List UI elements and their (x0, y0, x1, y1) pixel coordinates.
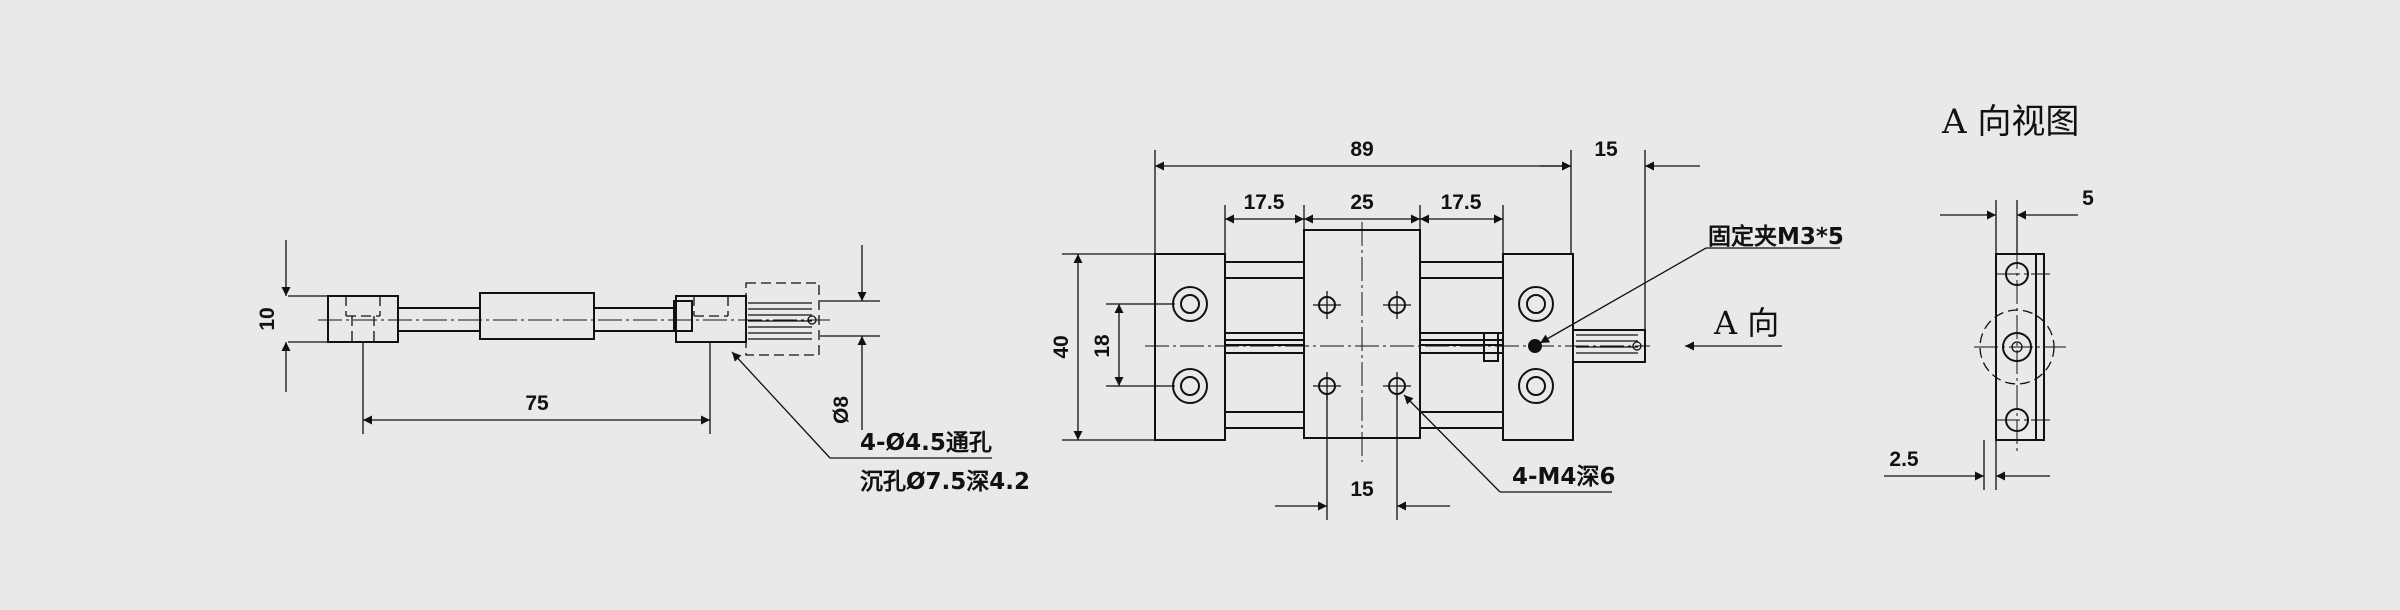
dim-40-label: 40 (1050, 335, 1073, 358)
right-top-counterbore (1518, 286, 1554, 322)
small-collar (673, 300, 693, 332)
left-end-block (327, 295, 399, 343)
view-direction-a: A 向 (1713, 304, 1779, 342)
dim-dia8-label: Ø8 (830, 396, 853, 424)
note-clamp: 固定夹M3*5 (1708, 223, 1844, 250)
knurl-lines (748, 302, 812, 340)
middle-view: 89 15 17.5 25 17.5 40 18 15 (1050, 138, 1844, 520)
dim-5-label: 5 (2082, 187, 2094, 210)
dim-75-label: 75 (525, 392, 549, 415)
dim-17-5-left-label: 17.5 (1244, 191, 1285, 214)
left-view: 10 75 Ø8 4-Ø4.5通孔 沉孔Ø7.5深4.2 (256, 240, 1030, 495)
view-a-title: A 向视图 (1941, 102, 2079, 142)
dim-15-top-label: 15 (1594, 138, 1618, 161)
cylinder-outline (745, 282, 820, 356)
dim-17-5-right-label: 17.5 (1441, 191, 1482, 214)
right-end-block (675, 295, 747, 343)
dim-10-label: 10 (256, 307, 279, 330)
dim-2-5-label: 2.5 (1889, 448, 1919, 471)
dim-25-label: 25 (1350, 191, 1374, 214)
note-m4-holes: 4-M4深6 (1512, 464, 1615, 490)
left-bottom-counterbore (1172, 368, 1208, 404)
left-top-counterbore (1172, 286, 1208, 322)
note-counterbore: 沉孔Ø7.5深4.2 (860, 469, 1030, 495)
dim-89-label: 89 (1350, 138, 1373, 161)
right-bottom-counterbore (1518, 368, 1554, 404)
left-end-plate (1154, 253, 1226, 441)
right-view: A 向视图 5 2.5 (1884, 102, 2094, 490)
dim-15-bottom-label: 15 (1350, 478, 1374, 501)
note-through-hole: 4-Ø4.5通孔 (860, 430, 992, 456)
dim-18-label: 18 (1091, 334, 1114, 358)
center-carriage (479, 292, 595, 340)
